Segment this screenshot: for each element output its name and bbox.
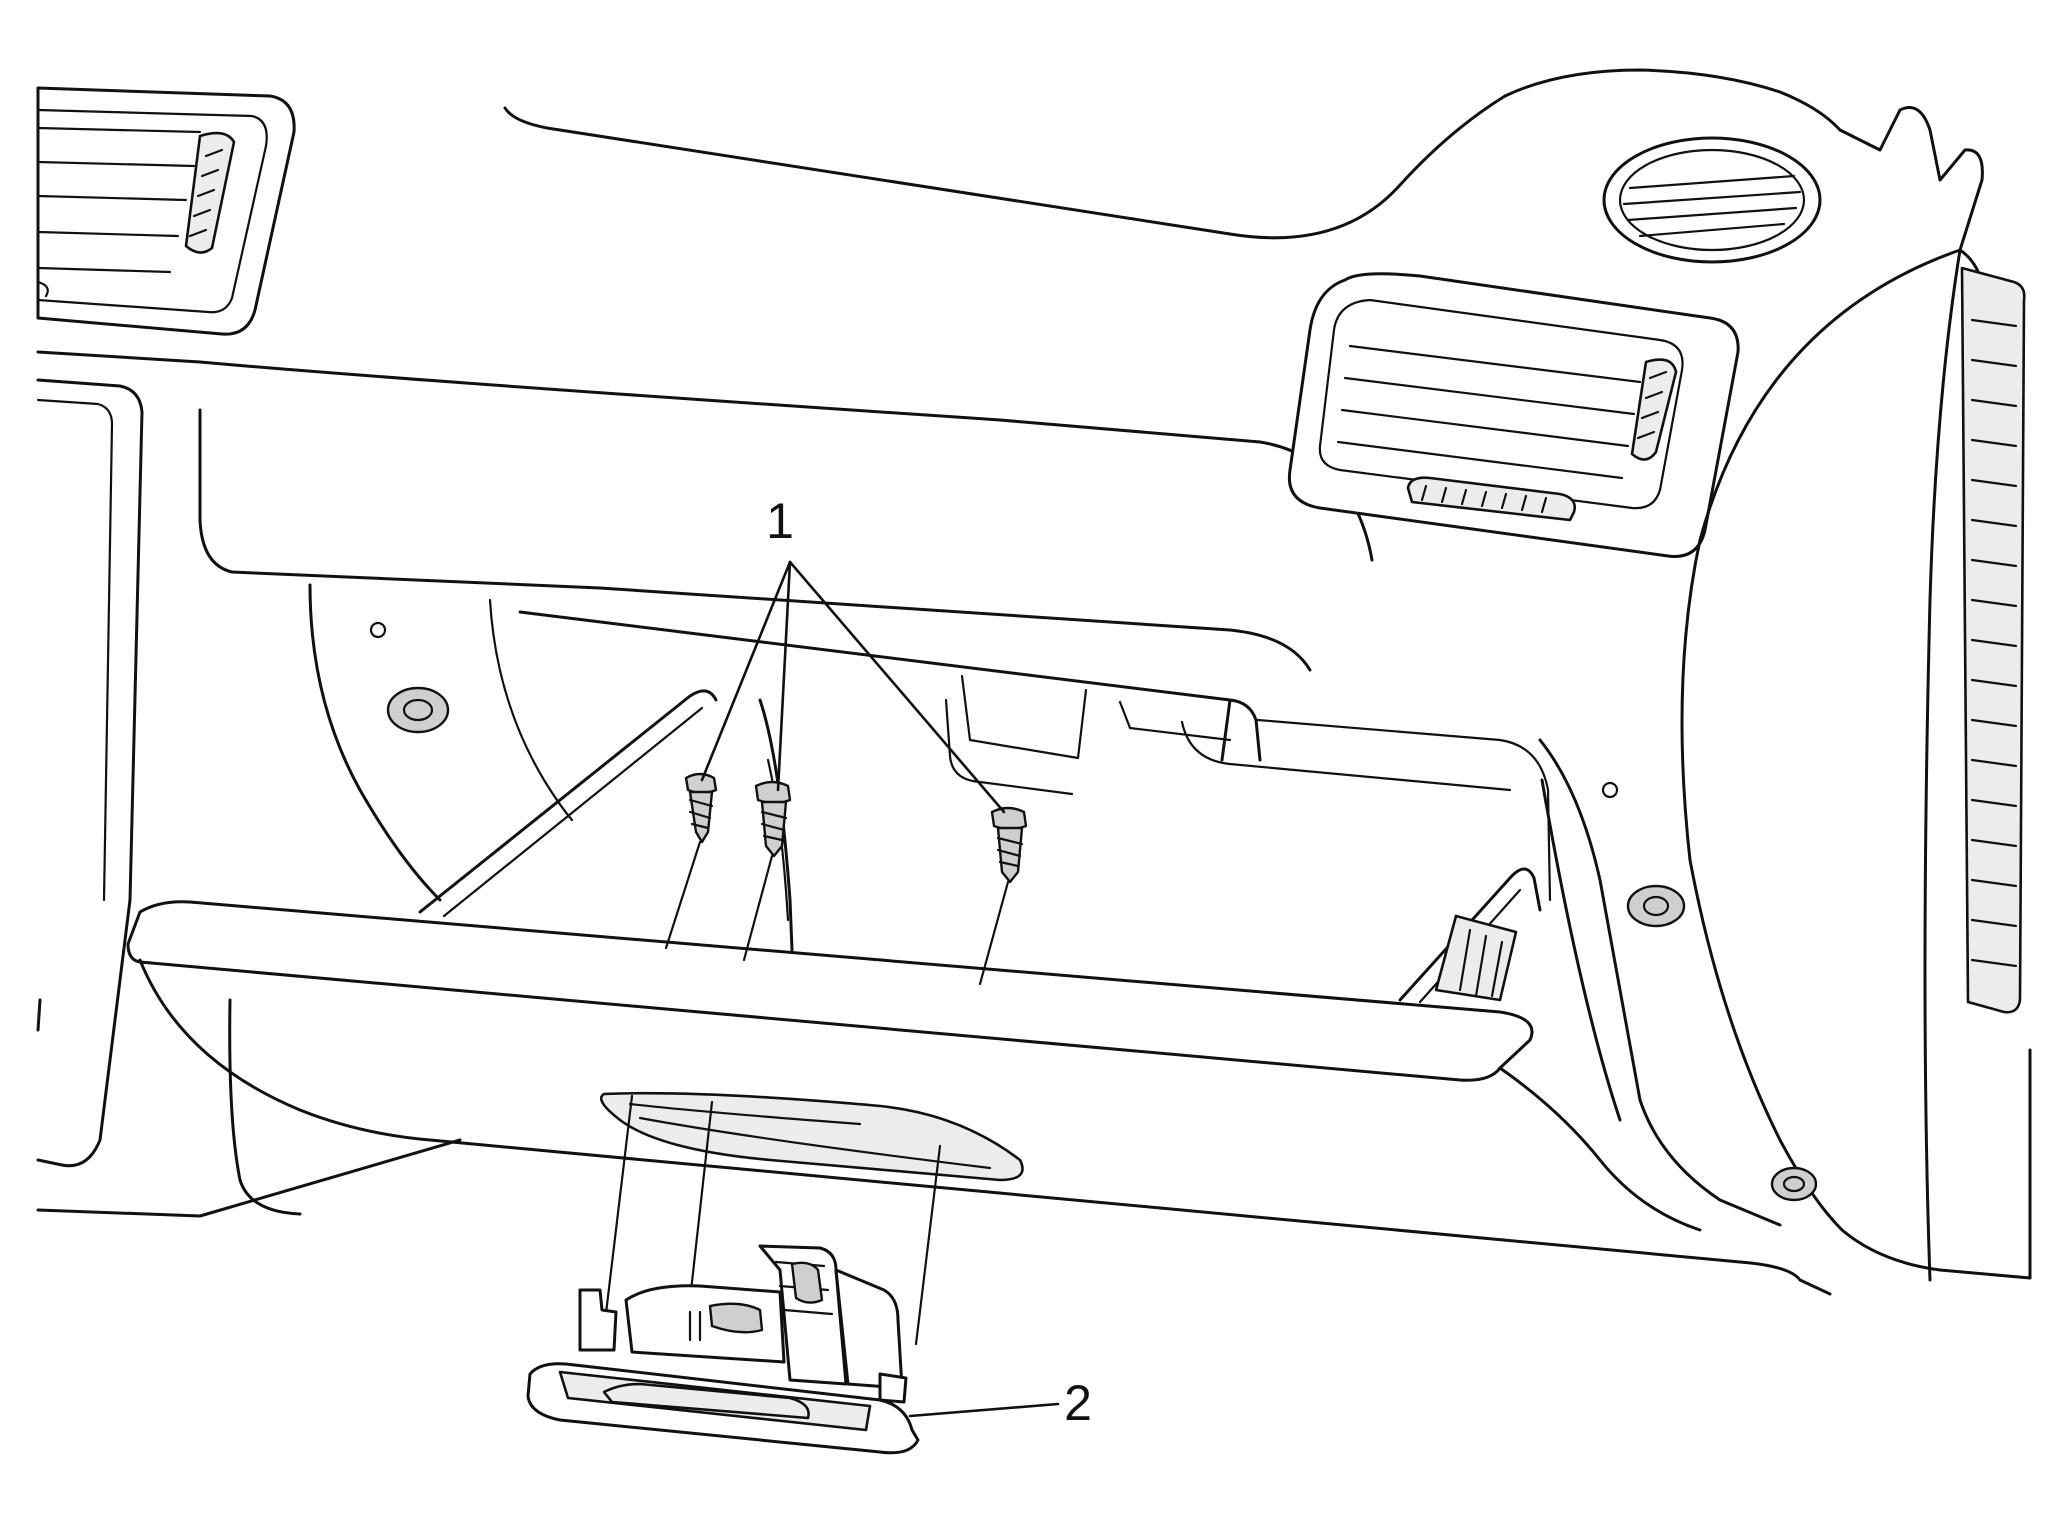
fastener-middle (754, 780, 792, 858)
callout-1-label: 1 (766, 493, 794, 549)
latch-recess (599, 1091, 1024, 1182)
left-side-panel (36, 378, 462, 1218)
fastener-alignment-lines (664, 840, 1010, 986)
glove-box-cavity (308, 583, 1818, 1227)
leader-1-left (700, 560, 792, 782)
right-door-seal (1680, 106, 2032, 1282)
callouts: 1 2 (766, 493, 1092, 1431)
round-air-vent (1602, 136, 1822, 264)
left-air-vent (36, 86, 296, 336)
leader-1-right (788, 560, 1006, 814)
fastener-left (684, 772, 718, 844)
fasteners (684, 772, 1028, 884)
latch-assembly (526, 1244, 920, 1455)
leader-lines (700, 560, 1060, 1418)
leader-2 (908, 1402, 1060, 1418)
fastener-right (990, 806, 1028, 884)
callout-2-label: 2 (1064, 1375, 1092, 1431)
glove-box-door (126, 689, 1832, 1296)
right-air-vent (1287, 272, 1740, 558)
leader-1-middle (776, 560, 792, 792)
